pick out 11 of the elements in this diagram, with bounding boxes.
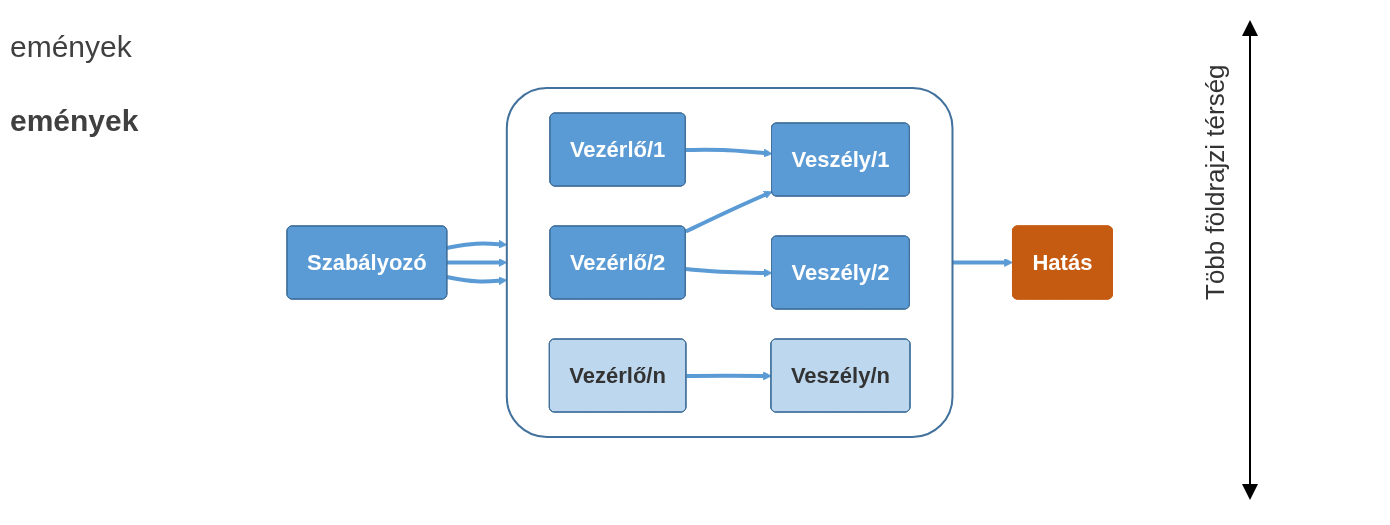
label-text: emények — [10, 30, 133, 64]
heading-text: emények — [10, 104, 140, 138]
arrow — [952, 258, 1014, 267]
arrow — [446, 239, 508, 250]
arrow — [446, 275, 508, 286]
arrow — [447, 258, 508, 267]
arrow — [686, 147, 773, 158]
arrow — [685, 190, 773, 234]
arrow — [685, 267, 773, 278]
axis-label: Több földrajzi térség — [1200, 64, 1231, 300]
cluster — [506, 87, 954, 438]
